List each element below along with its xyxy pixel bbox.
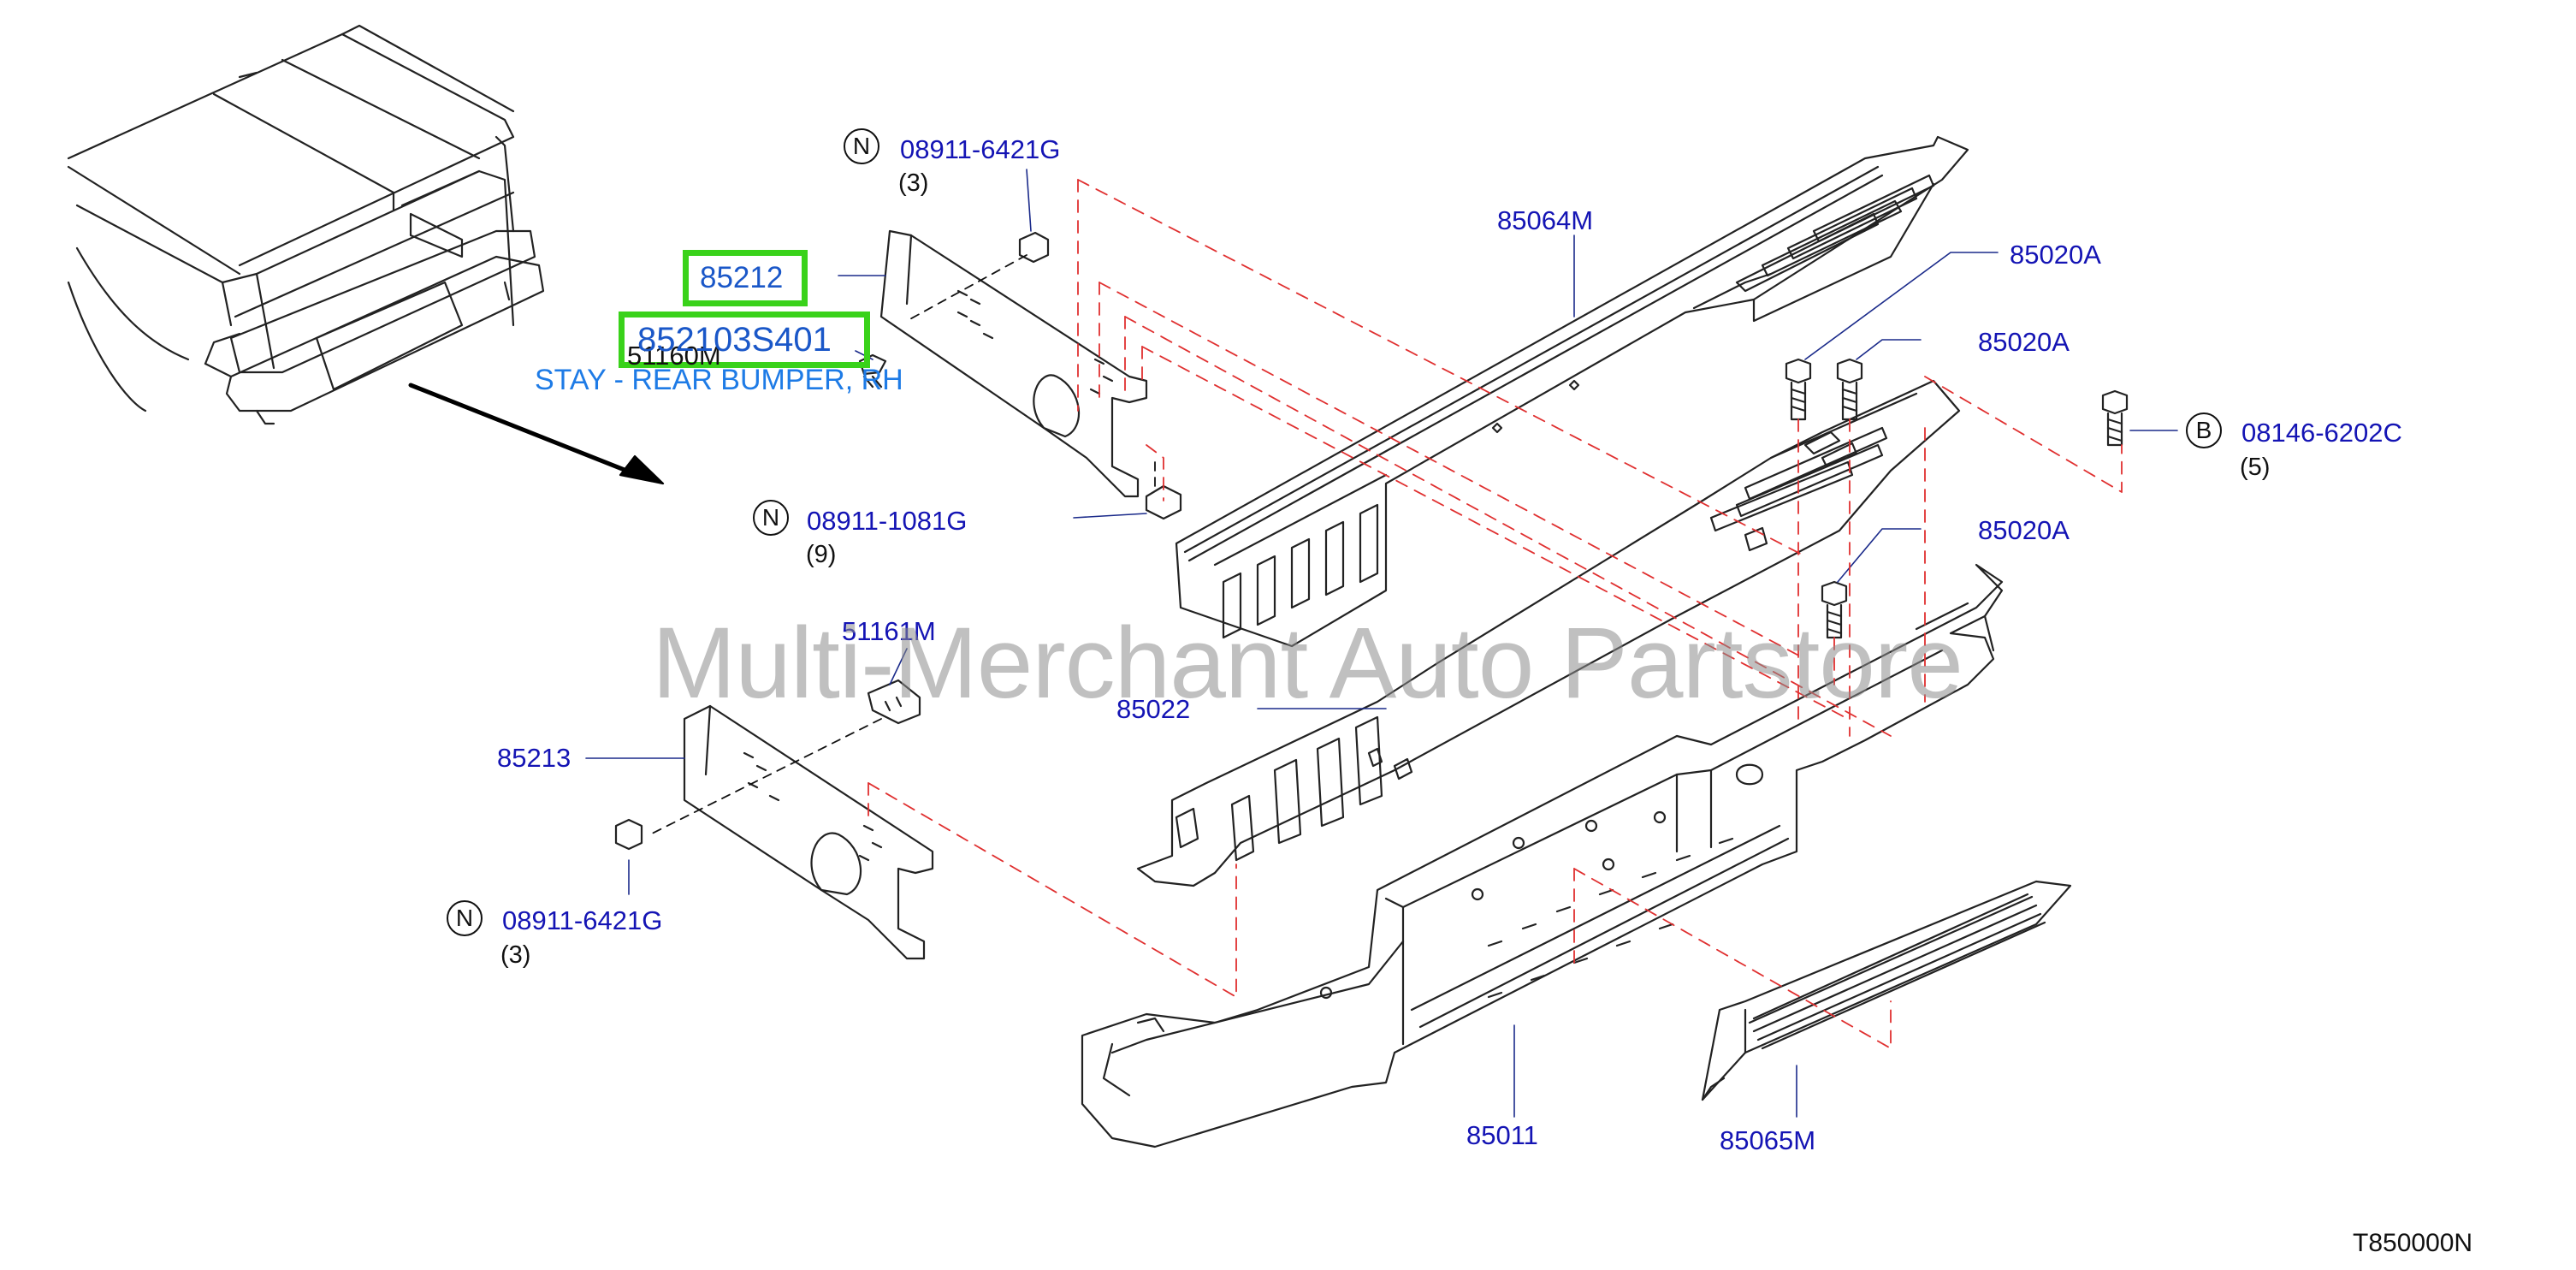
part-number-85020a[interactable]: 85020A xyxy=(2010,240,2101,270)
part-number-85020a[interactable]: 85020A xyxy=(1978,327,2070,357)
part-number-51160m[interactable]: 51160M xyxy=(627,341,721,371)
quantity-label: (3) xyxy=(500,941,531,969)
reinforcement-85064m-drawing xyxy=(1175,135,1969,648)
callout-badge-n: N xyxy=(447,900,483,936)
watermark: Multi-Merchant Auto Partstore xyxy=(652,607,1963,720)
selected-part-highlight xyxy=(683,250,808,306)
part-number-85022[interactable]: 85022 xyxy=(1116,694,1191,724)
callout-badge-n: N xyxy=(844,128,879,164)
part-description[interactable]: STAY - REAR BUMPER, RH xyxy=(535,364,903,396)
upper-stay-fasteners xyxy=(858,231,1182,520)
part-number-85020a[interactable]: 85020A xyxy=(1978,515,2070,545)
selected-part-highlight xyxy=(619,312,870,368)
part-number-08146-6202c[interactable]: 08146-6202C xyxy=(2241,418,2402,448)
stay-rear-bumper-rh-drawing xyxy=(879,229,1148,498)
part-number-852103s401[interactable]: 852103S401 xyxy=(637,321,832,359)
callout-badge-b: B xyxy=(2186,412,2222,448)
part-number-51161m[interactable]: 51161M xyxy=(842,616,936,646)
diagram-code: T850000N xyxy=(2353,1229,2473,1257)
quantity-label: (3) xyxy=(898,169,929,197)
part-number-85212[interactable]: 85212 xyxy=(700,261,784,294)
leader-lines xyxy=(585,169,2178,1118)
callout-badge-n: N xyxy=(753,500,789,536)
stay-rear-bumper-lh-drawing xyxy=(614,679,934,960)
part-number-85064m[interactable]: 85064M xyxy=(1497,205,1594,235)
part-number-85213[interactable]: 85213 xyxy=(497,743,571,773)
bolts-85020a-drawing xyxy=(1785,358,2129,639)
part-number-08911-1081g[interactable]: 08911-1081G xyxy=(807,506,968,536)
part-number-85011[interactable]: 85011 xyxy=(1466,1120,1538,1150)
truck-rear-illustration xyxy=(67,24,545,425)
rear-bumper-85011-drawing xyxy=(1081,563,2004,1148)
part-number-08911-6421g[interactable]: 08911-6421G xyxy=(900,134,1061,164)
red-dashed-leaders xyxy=(868,179,2123,1049)
part-number-85065m[interactable]: 85065M xyxy=(1720,1125,1816,1155)
quantity-label: (9) xyxy=(806,541,837,568)
step-pad-85065m-drawing xyxy=(1701,880,2072,1101)
part-number-08911-6421g[interactable]: 08911-6421G xyxy=(502,905,663,935)
quantity-label: (5) xyxy=(2240,454,2271,481)
view-direction-arrow xyxy=(408,383,665,485)
bracket-85022-drawing xyxy=(1136,379,1961,887)
black-dashed-leaders xyxy=(649,254,1156,835)
